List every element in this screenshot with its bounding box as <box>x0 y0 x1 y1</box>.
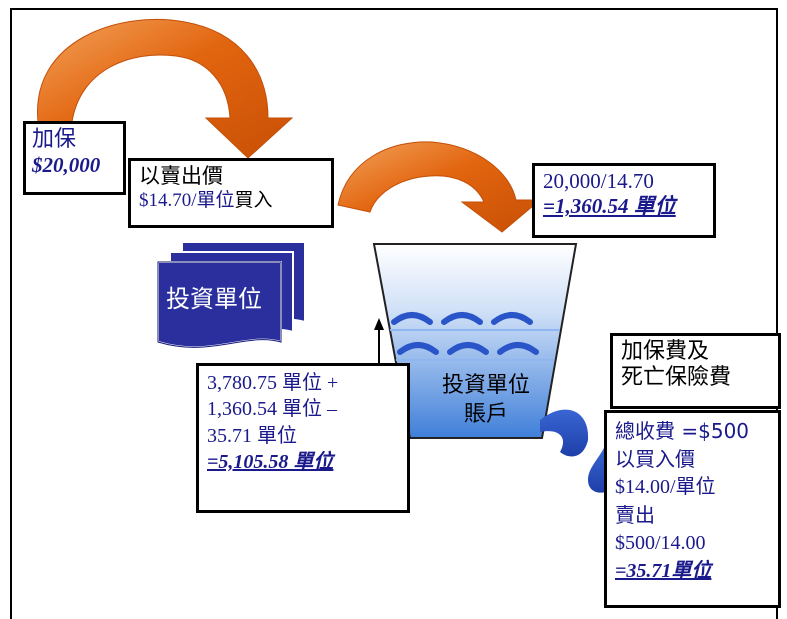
buy-box-price-line: $14.70/單位買入 <box>139 189 323 213</box>
charge-result-text: =35.71單位 <box>615 560 712 582</box>
up-arrow-icon <box>374 318 384 364</box>
sum-result-text: =5,105.58 單位 <box>207 451 334 474</box>
curved-arrow-icon <box>37 18 294 159</box>
charge-title-line1: 加保費及 <box>621 339 710 364</box>
top-up-box: 加保 $20,000 <box>23 121 126 195</box>
calc-result: =1,360.54 單位 <box>543 194 705 219</box>
document-stack-icon <box>157 241 306 349</box>
buy-box: 以賣出價 $14.70/單位買入 <box>128 158 334 228</box>
units-doc-label: 投資單位 <box>166 285 262 313</box>
charge-box: 總收費 =$500 以買入價 $14.00/單位 賣出 $500/14.00 =… <box>604 410 781 608</box>
buy-box-title: 以賣出價 <box>139 164 223 188</box>
account-line1: 投資單位 <box>441 373 530 398</box>
top-up-amount: $20,000 <box>32 153 101 178</box>
charge-result: =35.71單位 <box>615 557 770 585</box>
calc-box: 20,000/14.70 =1,360.54 單位 <box>532 163 716 238</box>
outer-frame <box>10 8 778 619</box>
account-label: 投資單位 賬戶 <box>428 372 544 429</box>
sum-line2: 1,360.54 單位 – <box>207 398 337 421</box>
charge-line4: 賣出 <box>615 503 655 527</box>
top-up-label: 加保 <box>32 127 77 152</box>
charge-line1: 總收費 =$500 <box>615 419 750 443</box>
calc-result-text: =1,360.54 單位 <box>543 194 676 219</box>
sum-box: 3,780.75 單位 + 1,360.54 單位 – 35.71 單位 =5,… <box>196 363 410 513</box>
sum-line1: 3,780.75 單位 + <box>207 372 339 394</box>
charge-line3: $14.00/單位 <box>615 476 716 498</box>
sum-result: =5,105.58 單位 <box>207 449 399 475</box>
buy-box-action: 買入 <box>234 189 273 212</box>
calc-formula: 20,000/14.70 <box>543 169 654 193</box>
account-line2: 賬戶 <box>463 401 508 427</box>
charge-title-line2: 死亡保險費 <box>621 365 732 391</box>
charge-line2: 以買入價 <box>615 447 695 471</box>
charge-line5: $500/14.00 <box>615 532 706 554</box>
buy-box-price: $14.70/單位 <box>139 190 235 212</box>
charge-title-box: 加保費及 死亡保險費 <box>610 333 781 409</box>
sum-line3: 35.71 單位 <box>207 424 297 447</box>
curved-arrow-icon <box>337 141 542 233</box>
